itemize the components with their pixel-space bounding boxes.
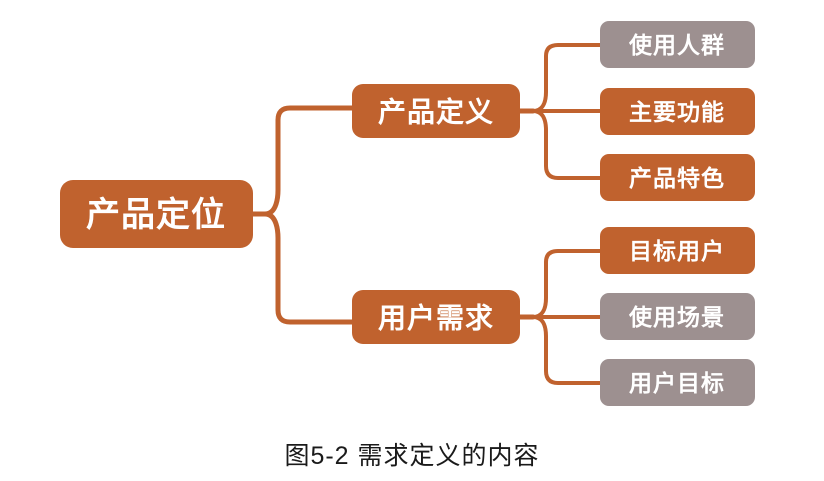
node-product-feature-label: 产品特色 (629, 165, 725, 191)
figure-caption: 图5-2 需求定义的内容 (284, 442, 540, 470)
connector-to-user-goal (531, 315, 602, 385)
node-product-definition-shape (352, 84, 520, 138)
node-main-function[interactable]: 主要功能 (600, 88, 755, 135)
connector-root-to-user-requirement (262, 211, 355, 325)
node-product-definition[interactable]: 产品定义 (352, 84, 520, 138)
node-target-user[interactable]: 目标用户 (600, 227, 755, 274)
connector-root-to-product-definition (262, 105, 355, 217)
connector-to-user-group (531, 43, 602, 113)
node-user-requirement[interactable]: 用户需求 (352, 290, 520, 344)
node-product-definition-label: 产品定义 (378, 96, 494, 128)
connector-to-target-user (531, 249, 602, 319)
node-user-requirement-label: 用户需求 (378, 302, 494, 334)
node-user-goal-shape (600, 359, 755, 406)
node-root-shape (60, 180, 253, 248)
node-user-group-shape (600, 21, 755, 68)
node-root-product-positioning[interactable]: 产品定位 (60, 180, 253, 248)
node-usage-scene-shape (600, 293, 755, 340)
node-main-function-label: 主要功能 (629, 99, 725, 125)
node-user-goal-label: 用户目标 (629, 370, 725, 396)
node-usage-scene[interactable]: 使用场景 (600, 293, 755, 340)
node-usage-scene-label: 使用场景 (628, 304, 725, 330)
connector-to-product-feature (531, 109, 602, 180)
node-user-group[interactable]: 使用人群 (600, 21, 755, 68)
connector-group-user-requirement (517, 249, 602, 385)
node-root-label: 产品定位 (86, 196, 226, 234)
node-main-function-shape (600, 88, 755, 135)
node-target-user-label: 目标用户 (629, 238, 725, 264)
node-product-feature-shape (600, 154, 755, 201)
connector-group-product-definition (517, 43, 602, 180)
node-user-requirement-shape (352, 290, 520, 344)
node-user-group-label: 使用人群 (628, 32, 725, 58)
node-user-goal[interactable]: 用户目标 (600, 359, 755, 406)
node-target-user-shape (600, 227, 755, 274)
node-product-feature[interactable]: 产品特色 (600, 154, 755, 201)
connector-group-root (250, 105, 355, 325)
